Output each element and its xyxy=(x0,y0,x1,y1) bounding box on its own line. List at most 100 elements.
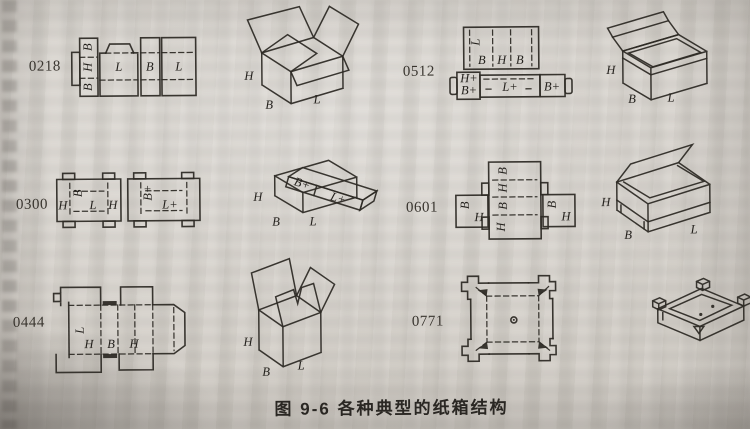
box3d-0218-diagram: H B L xyxy=(243,5,360,112)
open-flap xyxy=(260,33,319,73)
label-H: H xyxy=(242,335,253,349)
fold-line xyxy=(140,181,188,218)
label-L: L xyxy=(297,358,305,372)
tray-floor xyxy=(667,293,734,322)
lid-lip xyxy=(606,10,670,39)
front-flap-notched xyxy=(274,282,322,328)
pattern-tab xyxy=(181,219,195,228)
bleedthrough-left-column xyxy=(2,0,17,429)
pattern-tab xyxy=(101,172,116,180)
label-B: B xyxy=(81,83,95,91)
pattern-0512-diagram: L B H B H+ B+ L+ B+ xyxy=(449,25,573,101)
fold-line xyxy=(161,51,197,81)
fold-line xyxy=(486,295,540,343)
label-H: H xyxy=(605,63,616,77)
lid-end-face xyxy=(358,189,379,212)
label-B: B xyxy=(272,215,280,229)
pattern-tab xyxy=(540,215,549,230)
label-L: L xyxy=(468,39,482,47)
box-body xyxy=(621,33,708,101)
label-B: B xyxy=(496,167,510,175)
open-flap xyxy=(246,5,315,54)
label-H-plus: H+ xyxy=(459,71,478,85)
open-flap xyxy=(289,55,350,87)
pattern-tab xyxy=(133,219,147,228)
fold-line xyxy=(483,78,536,90)
pattern-0444-diagram: L H B H xyxy=(52,285,186,374)
label-B: B xyxy=(81,43,95,51)
label-B-plus: B+ xyxy=(292,174,312,192)
pattern-tab xyxy=(449,76,458,96)
corner-tab xyxy=(528,337,557,362)
pattern-tab xyxy=(61,172,76,181)
label-L: L xyxy=(88,198,96,212)
panel-outline xyxy=(462,25,540,71)
label-B: B xyxy=(262,365,270,379)
corner-tab xyxy=(461,338,490,363)
tray-hole xyxy=(711,304,715,308)
label-B: B xyxy=(628,92,636,106)
label-L: L xyxy=(174,59,182,73)
corner-cut-mark xyxy=(477,288,549,350)
fold-line xyxy=(140,52,161,81)
pattern-tab xyxy=(102,220,116,228)
label-L: L xyxy=(690,222,698,236)
label-L: L xyxy=(313,92,321,106)
label-B-plus: B+ xyxy=(461,83,477,97)
open-lid xyxy=(615,143,695,184)
label-H: H xyxy=(494,221,508,232)
label-H: H xyxy=(496,182,510,193)
lid-divider xyxy=(312,184,318,197)
box3d-0512-diagram: H B L xyxy=(605,10,708,106)
pattern-0218-diagram: B H B L B L xyxy=(70,36,197,98)
panel-outline xyxy=(487,160,543,240)
label-L: L xyxy=(667,91,675,105)
label-H: H xyxy=(560,209,571,223)
label-H: H xyxy=(81,62,95,73)
label-B: B xyxy=(458,201,472,209)
label-H: H xyxy=(107,198,118,212)
box3d-0771-diagram xyxy=(651,277,750,342)
fold-line xyxy=(79,56,99,79)
fold-line xyxy=(69,182,109,219)
corner-tick xyxy=(620,204,645,230)
label-H: H xyxy=(252,190,263,204)
label-B: B xyxy=(146,60,154,74)
fold-line xyxy=(492,179,538,216)
label-B: B xyxy=(478,53,486,67)
panel-outline xyxy=(469,281,554,355)
label-B: B xyxy=(545,200,559,208)
bottom-flap xyxy=(55,353,103,374)
open-flap xyxy=(250,257,298,311)
label-B-plus: B+ xyxy=(141,185,155,201)
front-notch xyxy=(692,325,706,335)
label-H: H xyxy=(496,53,507,67)
end-panel xyxy=(455,194,489,229)
label-L-plus: L+ xyxy=(161,197,178,211)
label-L-plus: L+ xyxy=(501,80,518,94)
pattern-tab xyxy=(132,171,147,180)
corner-tab xyxy=(527,274,557,300)
panel-outline xyxy=(139,36,161,97)
pattern-tab xyxy=(480,182,490,196)
vent-hole-center xyxy=(512,318,515,321)
top-flap xyxy=(119,285,154,306)
bottom-flap xyxy=(118,352,155,371)
slot-cut xyxy=(103,354,118,359)
tuck-flap xyxy=(104,43,135,55)
pattern-0601-diagram: B H B H B H B H xyxy=(455,160,576,240)
corner-post xyxy=(736,293,750,307)
box3d-0601-diagram: H B L xyxy=(600,143,711,242)
fold-line xyxy=(468,29,533,67)
label-H: H xyxy=(57,198,68,212)
pattern-tab xyxy=(539,181,549,196)
vent-hole xyxy=(510,316,518,324)
label-B: B xyxy=(265,98,273,112)
end-panel xyxy=(542,193,576,228)
box3d-0300-diagram: B+ L+ H B L xyxy=(252,159,379,229)
